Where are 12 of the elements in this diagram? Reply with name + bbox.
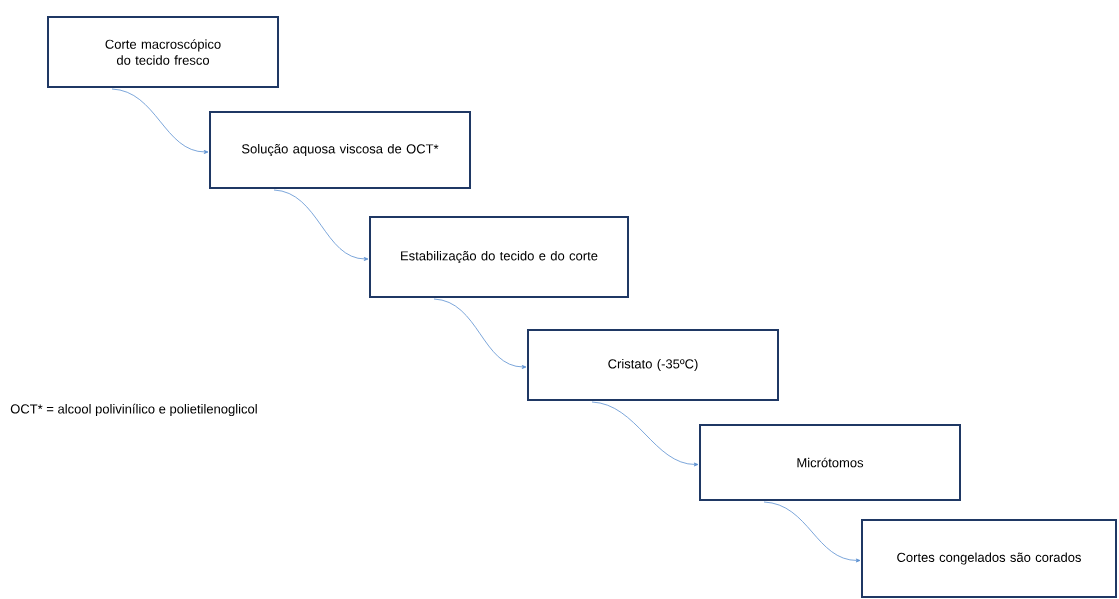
arrow [591, 401, 699, 467]
note-text: OCT* = alcool polivinílico e polietilenoglicol [10, 403, 257, 417]
process-box: Solução aquosa viscosa de OCT* [209, 111, 471, 189]
arrow [763, 501, 861, 563]
process-box: Corte macroscópico do tecido fresco [47, 16, 279, 88]
process-box: Cortes congelados são corados [861, 519, 1117, 598]
process-box: Cristato (-35ºC) [527, 329, 779, 401]
process-box: Estabilização do tecido e do corte [369, 216, 629, 298]
arrow [111, 88, 209, 154]
arrow [433, 298, 527, 369]
process-box: Micrótomos [699, 424, 961, 501]
arrow [273, 189, 369, 261]
